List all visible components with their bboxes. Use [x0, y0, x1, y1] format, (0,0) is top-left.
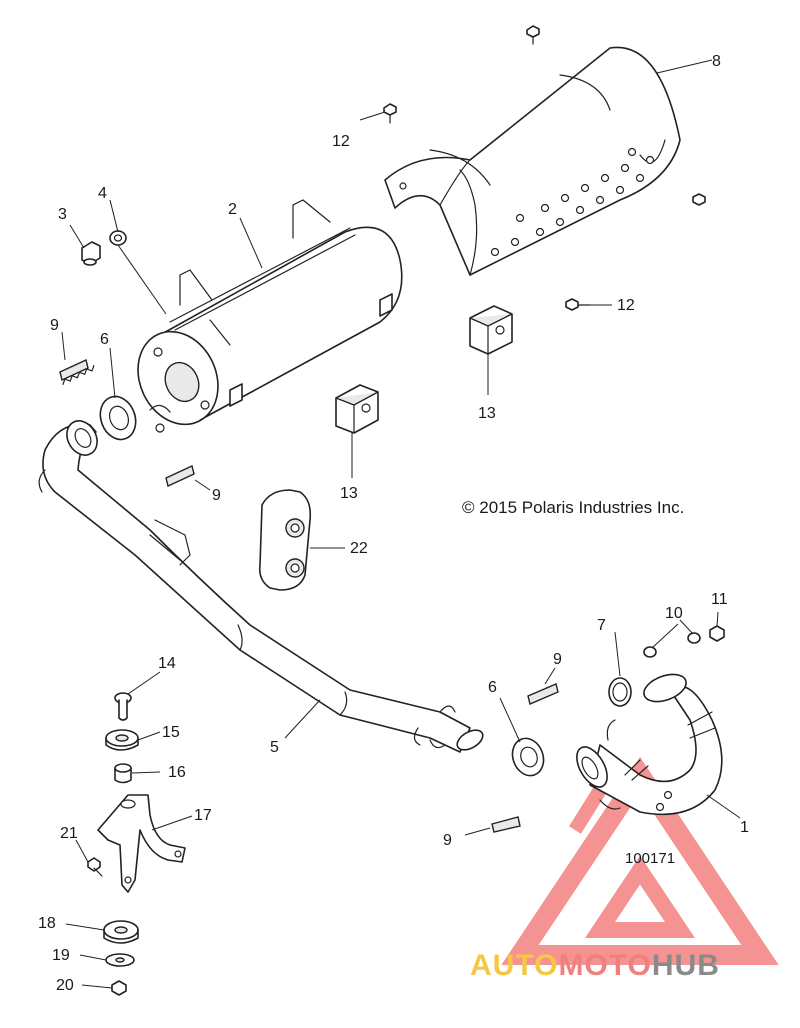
callout-14: 14	[158, 655, 176, 672]
part-18-grommet	[103, 920, 139, 944]
callout-15: 15	[162, 724, 180, 741]
muffler	[137, 199, 403, 433]
watermark-hub: HUB	[652, 949, 720, 982]
callout-5: 5	[270, 739, 279, 756]
head-pipe	[576, 673, 723, 816]
reference-number: 100171	[625, 850, 675, 867]
part-19-washer	[105, 953, 135, 967]
screw-right	[692, 193, 706, 206]
part-16-bushing	[114, 763, 132, 784]
part-14-pin	[114, 692, 132, 721]
exhaust-pipe	[38, 420, 484, 753]
mount-13-b	[469, 305, 513, 355]
callout-6-upper: 6	[100, 331, 109, 348]
heat-shield	[384, 46, 681, 276]
callout-10: 10	[665, 605, 683, 622]
callout-3: 3	[58, 206, 67, 223]
mount-22	[258, 489, 312, 591]
part-10-washer	[643, 632, 701, 658]
callout-12-lower: 12	[617, 297, 635, 314]
callout-4: 4	[98, 185, 107, 202]
callout-16: 16	[168, 764, 186, 781]
heat-shield-holes	[490, 147, 655, 257]
callout-2: 2	[228, 201, 237, 218]
callout-18: 18	[38, 915, 56, 932]
part-7-gasket	[608, 677, 632, 707]
callouts: 1 2 3 4 5 6 6 7 8 9 9 9 9 10 11 12 12 13…	[38, 53, 749, 994]
part-6-gasket-lower	[511, 737, 545, 777]
watermark-logo: AUTOMOTOHUB	[470, 756, 779, 982]
part-15-grommet	[105, 729, 139, 751]
callout-20: 20	[56, 977, 74, 994]
callout-9-a: 9	[50, 317, 59, 334]
screw-12-upper	[383, 103, 397, 124]
callout-21: 21	[60, 825, 78, 842]
callout-19: 19	[52, 947, 70, 964]
part-17-bracket	[97, 794, 186, 893]
callout-22: 22	[350, 540, 368, 557]
part-21-bolt	[87, 857, 103, 877]
watermark-moto: MOTO	[558, 949, 651, 982]
copyright-notice: © 2015 Polaris Industries Inc.	[462, 498, 684, 517]
callout-9-d: 9	[443, 832, 452, 849]
callout-12-upper: 12	[332, 133, 350, 150]
part-20-nut	[111, 980, 127, 996]
callout-13-right: 13	[478, 405, 496, 422]
callout-7: 7	[597, 617, 606, 634]
watermark-text: AUTOMOTOHUB	[470, 949, 720, 982]
mount-13-a	[335, 384, 379, 434]
watermark-triangle	[501, 756, 779, 965]
callout-17: 17	[194, 807, 212, 824]
spring-9-a	[59, 359, 95, 386]
screw-top	[526, 25, 540, 45]
part-4-washer	[109, 230, 127, 246]
callout-6-lower: 6	[488, 679, 497, 696]
callout-11: 11	[711, 591, 728, 608]
leader-lines	[61, 59, 741, 989]
part-6-gasket-upper	[99, 395, 137, 441]
watermark-auto: AUTO	[470, 949, 558, 982]
callout-8: 8	[712, 53, 721, 70]
part-11-nut	[709, 625, 725, 642]
callout-13-left: 13	[340, 485, 358, 502]
callout-9-b: 9	[212, 487, 221, 504]
part-3-fitting	[81, 241, 101, 266]
spring-9-d	[491, 816, 521, 833]
spring-9-b	[165, 465, 195, 487]
callout-1: 1	[740, 819, 749, 836]
callout-9-c: 9	[553, 651, 562, 668]
spring-9-c	[527, 683, 559, 705]
